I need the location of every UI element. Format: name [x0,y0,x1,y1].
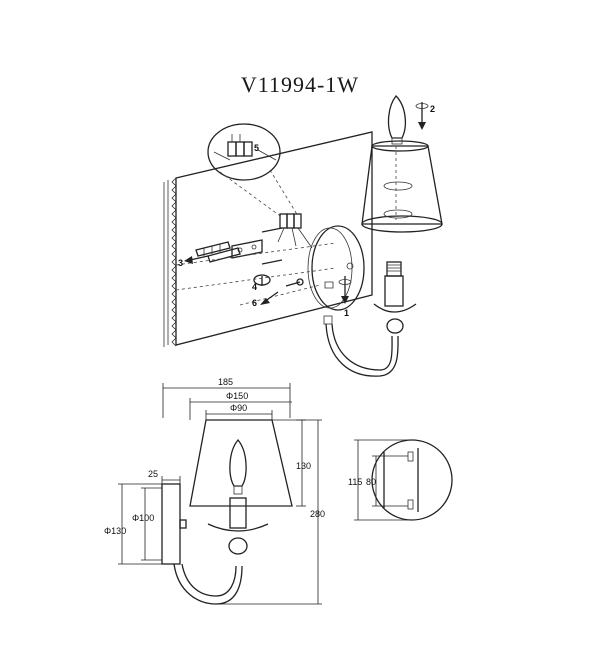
terminal-block [277,213,313,249]
mount-plate-detail [371,439,453,521]
backplate-canopy [307,225,365,311]
terminal-block-zoom-callout [207,123,299,219]
elevation-bulb [229,438,247,495]
dimension-lines-mount [354,439,412,521]
elevation-candle-holder [207,497,269,555]
step-label-3: 3 [178,258,183,268]
step-arrows [184,102,429,305]
dim-185: 185 [218,377,233,387]
dim-80: 80 [366,477,376,487]
dim-phi130: Φ130 [104,526,126,536]
candle-bulb [387,95,407,145]
lamp-shade-exploded [361,140,443,233]
wall-panel [163,131,373,347]
elevation-shade [189,419,293,507]
step-label-2: 2 [430,104,435,114]
wall-plugs [195,241,241,263]
step-label-6: 6 [252,298,257,308]
elevation-backplate [161,483,187,565]
dim-115: 115 [348,477,362,487]
dim-phi90: Φ90 [230,403,247,413]
dim-phi150: Φ150 [226,391,248,401]
dim-phi100: Φ100 [132,513,154,523]
candle-holder [373,261,417,334]
step-label-5: 5 [254,143,259,153]
model-title: V11994-1W [240,72,360,97]
lamp-arm [323,315,399,377]
dimension-lines-elevation [118,383,322,605]
assembly-guide-lines [175,242,337,306]
elevation-arm [173,563,243,605]
dim-25: 25 [148,469,158,479]
step-label-1: 1 [344,308,349,318]
dim-130: 130 [296,461,311,471]
dim-280: 280 [310,509,325,519]
step-label-4: 4 [252,282,257,292]
screws [261,227,304,287]
